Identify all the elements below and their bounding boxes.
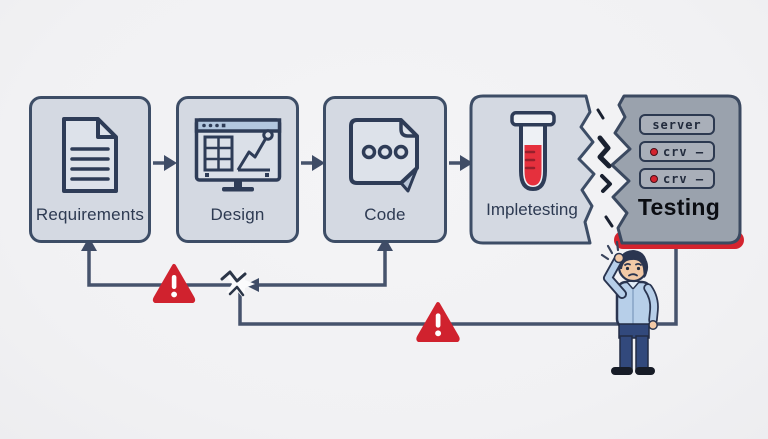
tear-fragments-icon bbox=[596, 108, 614, 228]
stage-label-design: Design bbox=[210, 205, 265, 224]
confused-person-illustration bbox=[600, 240, 659, 375]
stage-label-code: Code bbox=[364, 205, 406, 224]
server-row-text: server bbox=[652, 117, 702, 132]
arrowhead-up-code bbox=[377, 237, 393, 251]
warning-icon bbox=[416, 302, 460, 342]
server-row-text: crv — bbox=[662, 171, 705, 186]
stage-label-testing: Testing bbox=[637, 194, 721, 220]
stage-box-code: Code bbox=[323, 96, 447, 243]
warning-icon bbox=[152, 264, 196, 303]
test-tube-icon bbox=[505, 111, 561, 195]
stage-box-design: Design bbox=[176, 96, 299, 243]
server-stack-icon: server crv — crv — bbox=[639, 114, 715, 189]
monitor-chart-icon bbox=[179, 109, 296, 201]
server-row: server bbox=[639, 114, 715, 135]
break-crack-icon bbox=[220, 269, 255, 299]
led-dot-icon bbox=[649, 174, 658, 183]
document-icon bbox=[32, 109, 148, 201]
stage-label-requirements: Requirements bbox=[35, 205, 145, 224]
arrowhead-code-impletesting bbox=[460, 155, 473, 171]
server-row: crv — bbox=[639, 168, 715, 189]
arrowhead-up-requirements bbox=[81, 237, 97, 251]
arrowhead-req-design bbox=[164, 155, 177, 171]
code-file-icon bbox=[326, 109, 444, 201]
led-dot-icon bbox=[649, 147, 658, 156]
arrowhead-design-code bbox=[312, 155, 325, 171]
stage-box-requirements: Requirements bbox=[29, 96, 151, 243]
stage-label-impletesting: Impletesting bbox=[486, 200, 578, 219]
feedback-line-from-testing bbox=[238, 247, 678, 326]
stress-marks-icon bbox=[600, 240, 620, 261]
server-row: crv — bbox=[639, 141, 715, 162]
server-row-text: crv — bbox=[662, 144, 705, 159]
